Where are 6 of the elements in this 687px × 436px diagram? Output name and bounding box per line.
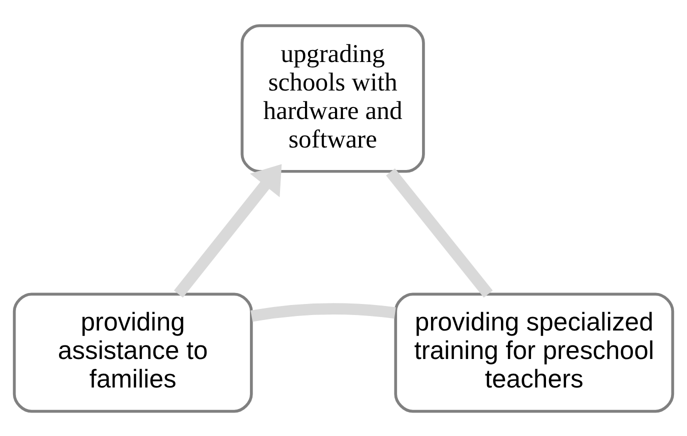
connector xyxy=(386,168,493,298)
arrow xyxy=(174,164,282,298)
connector xyxy=(250,302,396,322)
node-box: upgrading schools with hardware and software xyxy=(240,24,425,172)
node-box: providing assistance to families xyxy=(12,292,253,412)
node-box: providing specialized training for preschool teachers xyxy=(394,292,674,412)
